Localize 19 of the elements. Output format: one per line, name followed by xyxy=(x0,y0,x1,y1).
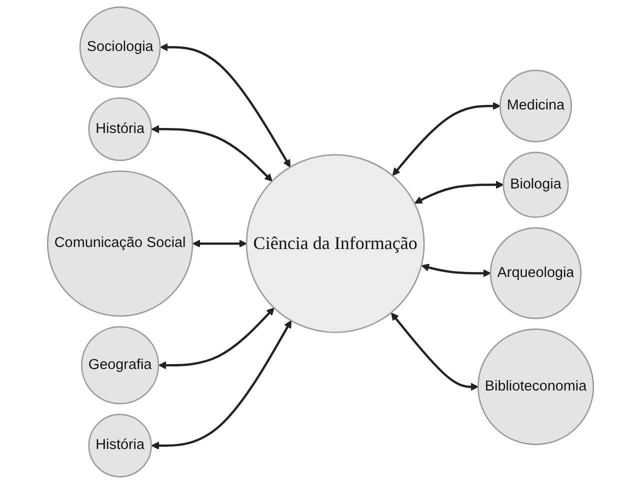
node-circle: Arqueologia xyxy=(490,227,582,320)
arrow xyxy=(414,180,504,204)
arrow xyxy=(192,240,247,248)
node-circle: Comunicação Social xyxy=(46,170,194,317)
arrow xyxy=(151,125,273,182)
node-circle: Biblioteconomia xyxy=(477,328,594,446)
node-circle: Biologia xyxy=(502,152,569,218)
arrow xyxy=(392,102,501,176)
arrow xyxy=(160,43,291,168)
node-circle: Medicina xyxy=(499,70,572,142)
node-circle: Ciência da Informação xyxy=(246,154,425,334)
arrow xyxy=(158,308,274,370)
node-circle: Sociologia xyxy=(79,6,161,88)
node-circle: Geografia xyxy=(81,326,160,404)
arrow xyxy=(421,264,491,278)
arrow xyxy=(391,312,478,391)
arrow xyxy=(151,320,292,450)
node-circle: História xyxy=(88,414,152,478)
node-circle: História xyxy=(88,97,152,162)
